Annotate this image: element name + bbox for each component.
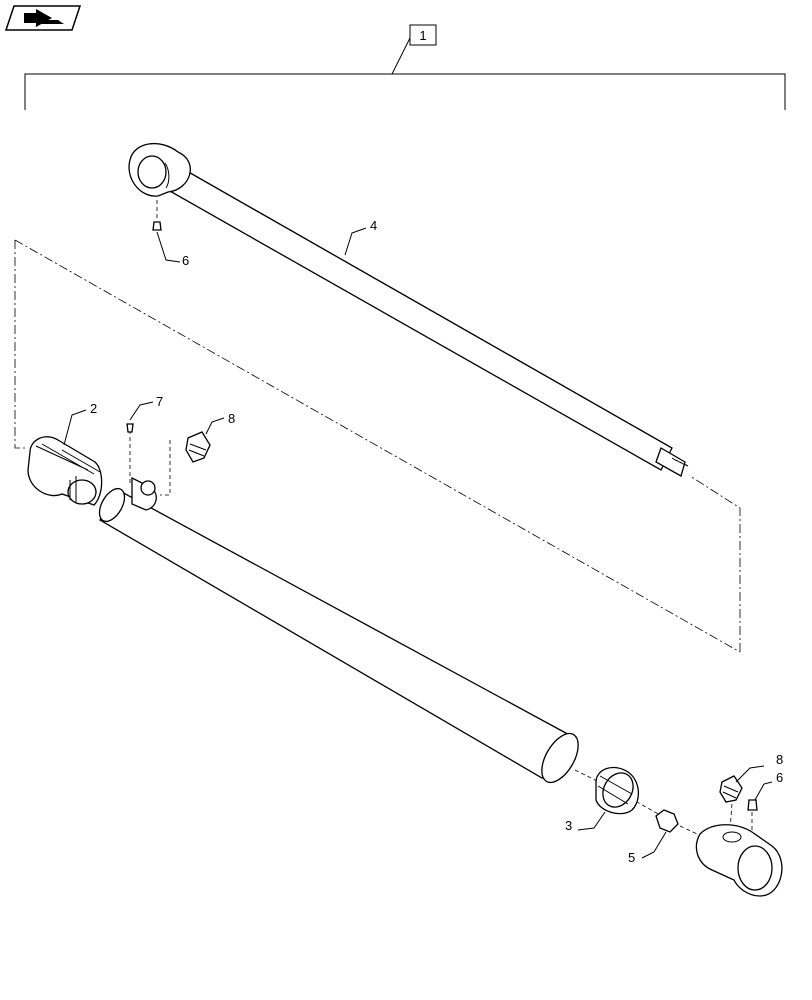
callout-6-top: 6 [156,231,189,268]
svg-text:8: 8 [776,752,783,767]
assembly-bracket [24,37,786,110]
piston [595,766,639,815]
forward-page-icon[interactable] [4,5,82,31]
svg-text:7: 7 [156,394,163,409]
lock-nut [655,809,679,833]
svg-text:6: 6 [776,770,783,785]
callout-4: 4 [344,218,377,256]
svg-text:3: 3 [565,818,572,833]
callout-3: 3 [565,811,606,833]
callout-2: 2 [63,401,97,446]
svg-text:2: 2 [90,401,97,416]
assembly-centerlines [14,200,753,841]
fitting-bottom [747,799,758,811]
callout-8-top: 8 [205,411,235,435]
callout-6-bottom: 6 [754,770,783,801]
callout-5: 5 [628,831,667,865]
cap-end-eye [695,824,783,897]
cylinder-head [27,436,103,506]
callout-1: 1 [409,24,437,46]
svg-text:5: 5 [628,850,635,865]
plug-top [185,431,211,463]
svg-text:1: 1 [419,28,426,43]
grease-fitting [126,423,134,433]
svg-text:4: 4 [370,218,377,233]
cylinder-barrel [98,476,579,784]
svg-text:8: 8 [228,411,235,426]
plug-bottom [719,775,743,803]
callout-7: 7 [129,394,163,421]
svg-text:6: 6 [182,253,189,268]
piston-rod [128,142,689,477]
callout-8-bottom: 8 [735,752,783,783]
fitting-top [152,221,162,231]
